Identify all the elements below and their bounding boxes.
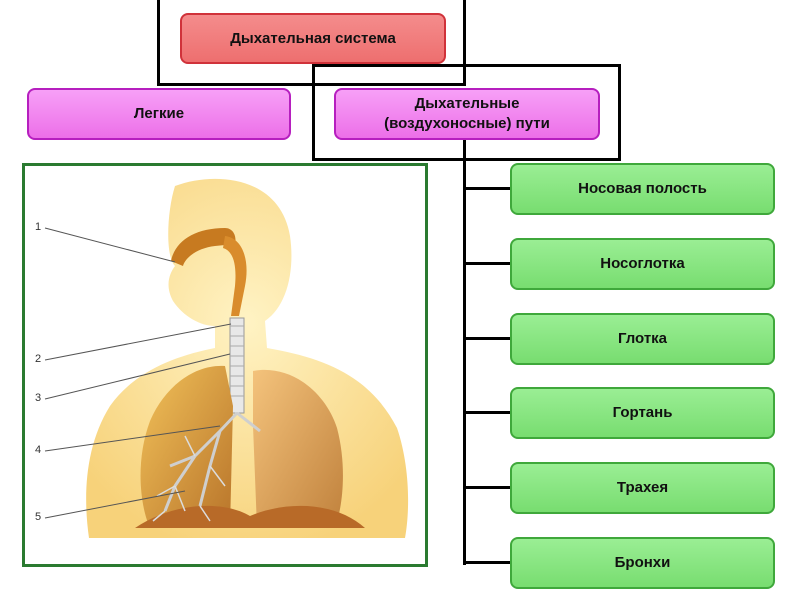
connector-part-1 [463, 187, 513, 190]
body-silhouette [86, 178, 409, 538]
respiratory-anatomy-illustration: 1 2 3 4 5 [22, 163, 428, 567]
callout-number: 5 [35, 511, 42, 523]
connector-root-left [157, 0, 160, 86]
connector-part-4 [463, 411, 513, 414]
callout-number: 3 [35, 392, 42, 404]
part-label: Носоглотка [600, 255, 685, 272]
part-box-trachea: Трахея [510, 462, 775, 514]
part-label: Гортань [612, 404, 673, 421]
part-label: Трахея [616, 479, 669, 496]
part-box-bronchi: Бронхи [510, 537, 775, 589]
part-label: Носовая полость [578, 180, 707, 197]
right-lung-shape [253, 369, 343, 528]
part-box-pharynx: Глотка [510, 313, 775, 365]
callout-number: 4 [35, 444, 42, 456]
nasopharynx-shape [223, 236, 247, 316]
connector-parts-trunk [463, 140, 466, 565]
connector-airways-frame-right [618, 64, 621, 161]
branch-lungs-label: Легкие [133, 105, 185, 122]
connector-part-6 [463, 561, 513, 564]
connector-root-right [463, 0, 466, 86]
branch-box-airways: Дыхательные (воздухоносные) пути [334, 88, 600, 140]
left-lung-shape [140, 365, 233, 528]
part-label: Глотка [617, 330, 668, 347]
part-box-larynx: Гортань [510, 387, 775, 439]
connector-airways-frame-left [312, 64, 315, 161]
callout-number: 2 [35, 353, 42, 365]
nasal-cavity-shape [171, 228, 236, 266]
connector-part-3 [463, 337, 513, 340]
callout-number: 1 [35, 221, 42, 233]
root-box-respiratory-system: Дыхательная система [180, 13, 446, 64]
branch-airways-label: Дыхательные (воздухоносные) пути [384, 95, 550, 132]
part-box-nasopharynx: Носоглотка [510, 238, 775, 290]
part-box-nasal-cavity: Носовая полость [510, 163, 775, 215]
connector-part-2 [463, 262, 513, 265]
connector-part-5 [463, 486, 513, 489]
branch-box-lungs: Легкие [27, 88, 291, 140]
root-label: Дыхательная система [230, 29, 396, 47]
connector-airways-frame-top [312, 64, 621, 67]
connector-root-bottom [157, 83, 466, 86]
diaphragm-shape [135, 505, 365, 528]
connector-airways-frame-bottom [312, 158, 621, 161]
part-label: Бронхи [614, 554, 671, 571]
anatomy-drawing [44, 178, 409, 538]
